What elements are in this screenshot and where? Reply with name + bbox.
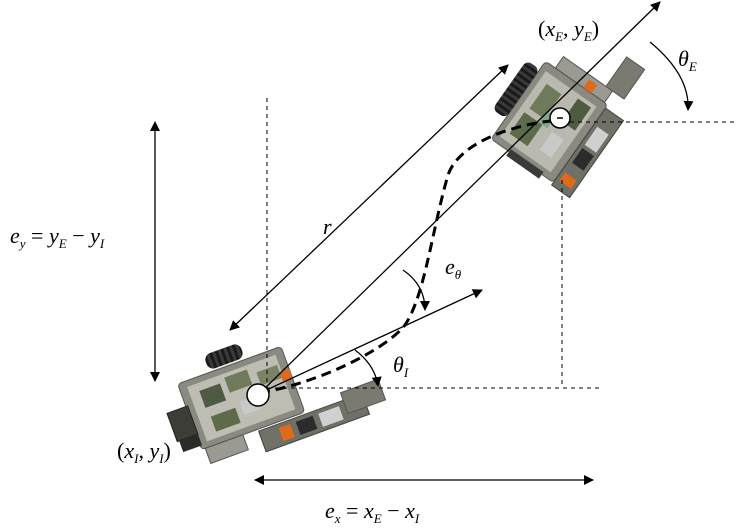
heading-vector [259,289,483,394]
theta-init-arc [354,349,382,387]
etheta-label: eθ [445,254,462,282]
etheta-arc [402,269,430,311]
distance-label: r [323,214,332,239]
initial-pose-marker [246,383,270,407]
end-pose-label: (xE, yE) [538,16,599,44]
ey-label: ey = yE − yI [10,223,105,251]
robot-initial-pose [166,344,387,465]
theta-init-label: θI [393,352,409,380]
init-pose-label: (xI, yI) [117,438,171,466]
straight-trajectory [259,1,661,394]
theta-end-arc [649,41,694,111]
theta-end-label: θE [678,46,697,74]
distance-r-arrow [229,64,509,331]
ex-label: ex = xE − xI [325,498,420,526]
